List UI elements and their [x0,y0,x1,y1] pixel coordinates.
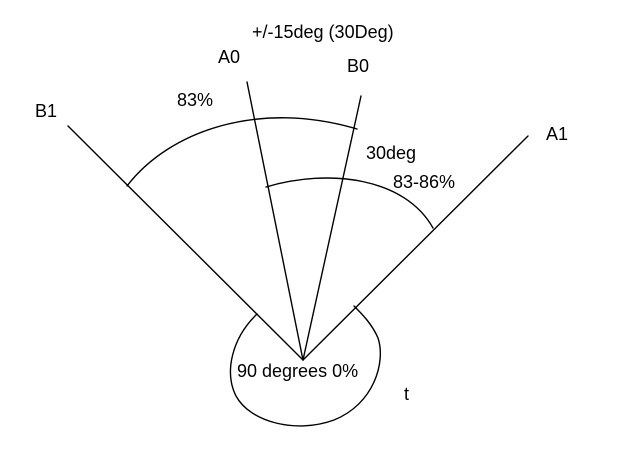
range-label: +/-15deg (30Deg) [252,22,394,42]
inner-pct-label: 83-86% [393,172,455,192]
outer-arc [126,117,358,187]
t-label: t [404,384,409,404]
center-label: 90 degrees 0% [237,361,358,381]
ray-a0 [246,81,304,361]
a1-label: A1 [546,124,568,144]
outer-pct-label: 83% [177,90,213,110]
inner-angle-label: 30deg [366,143,416,163]
inner-arc [265,177,434,229]
ray-b0 [302,95,362,361]
origin-loop [229,305,382,427]
ray-b1 [67,125,304,361]
a0-label: A0 [218,47,240,67]
b0-label: B0 [347,56,369,76]
b1-label: B1 [35,101,57,121]
ray-a1 [302,135,529,361]
